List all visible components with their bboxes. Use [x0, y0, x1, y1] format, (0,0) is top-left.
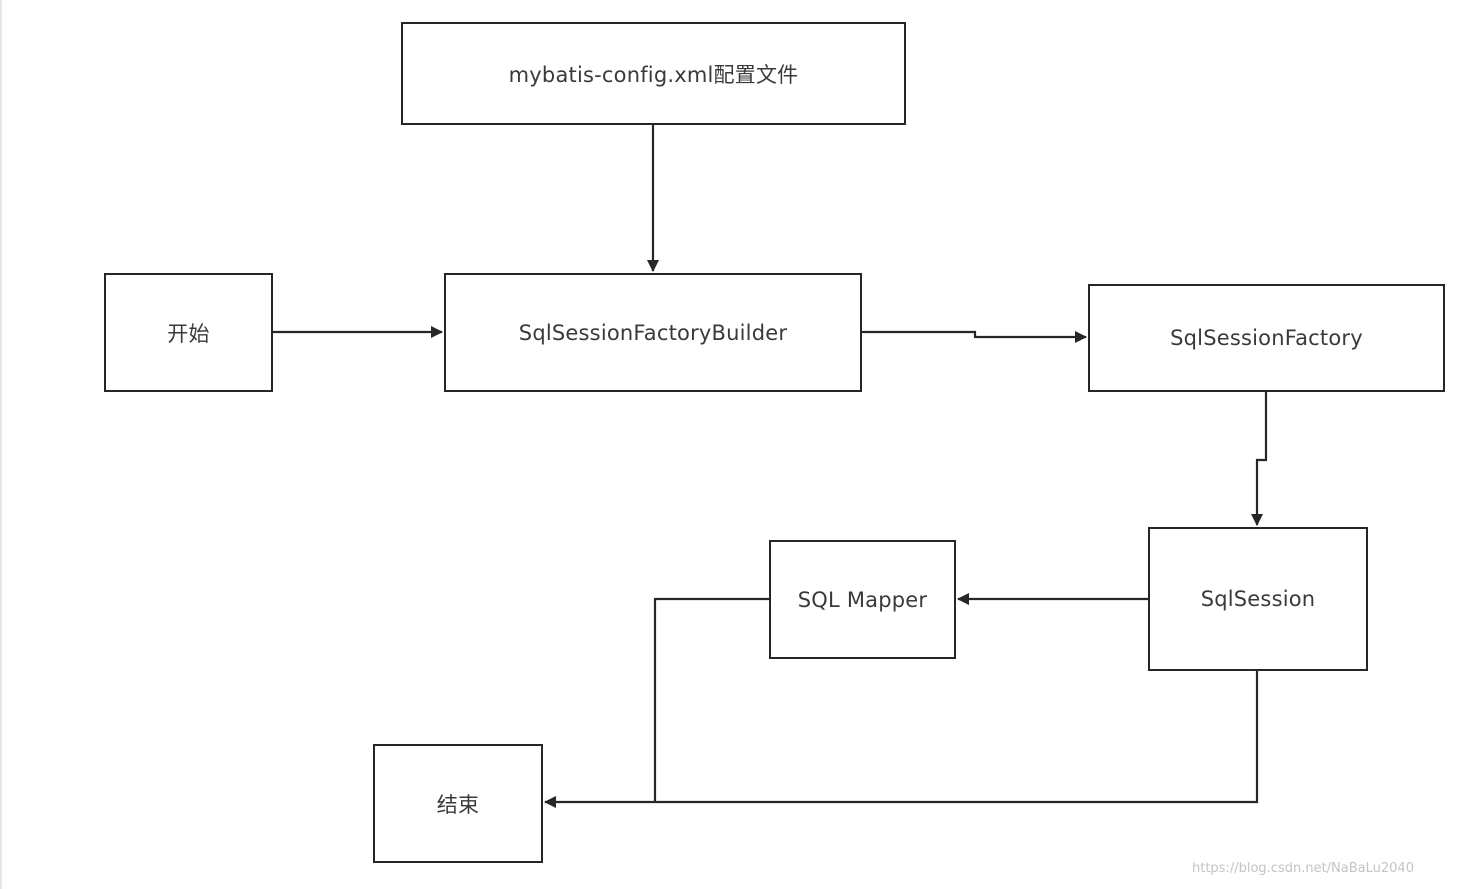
sql-mapper-node: SQL Mapper: [769, 540, 956, 659]
session-factory-label: SqlSessionFactory: [1170, 326, 1363, 350]
watermark-text: https://blog.csdn.net/NaBaLu2040: [1192, 861, 1414, 876]
sql-session-node: SqlSession: [1148, 527, 1368, 671]
arrow-session-to-end: [544, 671, 1259, 808]
end-node: 结束: [373, 744, 543, 863]
start-label: 开始: [167, 321, 210, 346]
session-factory-builder-node: SqlSessionFactoryBuilder: [444, 273, 862, 392]
config-file-label: mybatis-config.xml配置文件: [508, 62, 799, 87]
config-file-node: mybatis-config.xml配置文件: [401, 22, 906, 125]
end-label: 结束: [436, 792, 480, 817]
left-edge-line: [0, 0, 2, 889]
session-factory-node: SqlSessionFactory: [1088, 284, 1445, 392]
sql-mapper-label: SQL Mapper: [797, 587, 928, 612]
arrow-factory-to-session: [1251, 392, 1268, 526]
sql-session-label: SqlSession: [1200, 587, 1316, 611]
session-factory-builder-label: SqlSessionFactoryBuilder: [518, 320, 788, 345]
start-node: 开始: [104, 273, 273, 392]
arrow-builder-to-factory: [862, 330, 1087, 343]
line-mapper-to-end: [653, 597, 769, 802]
